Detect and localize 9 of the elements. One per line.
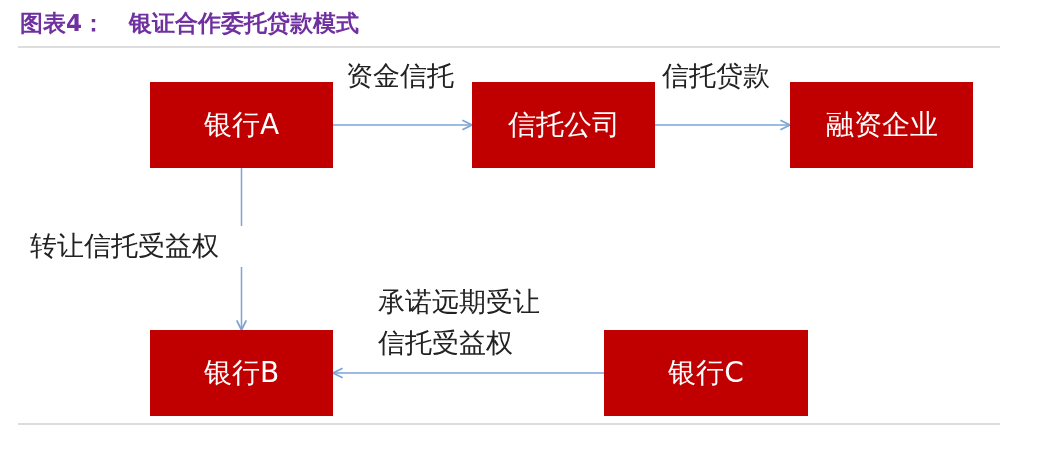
arrow <box>332 367 605 379</box>
arrow <box>332 119 473 131</box>
arrow <box>654 119 791 131</box>
process-box: 融资企业 <box>790 82 973 168</box>
title: 图表4： 银证合作委托贷款模式 <box>20 9 360 38</box>
process-box: 银行B <box>150 330 333 416</box>
process-box: 银行A <box>150 82 333 168</box>
process-box: 银行C <box>604 330 808 416</box>
process-box: 信托公司 <box>472 82 655 168</box>
